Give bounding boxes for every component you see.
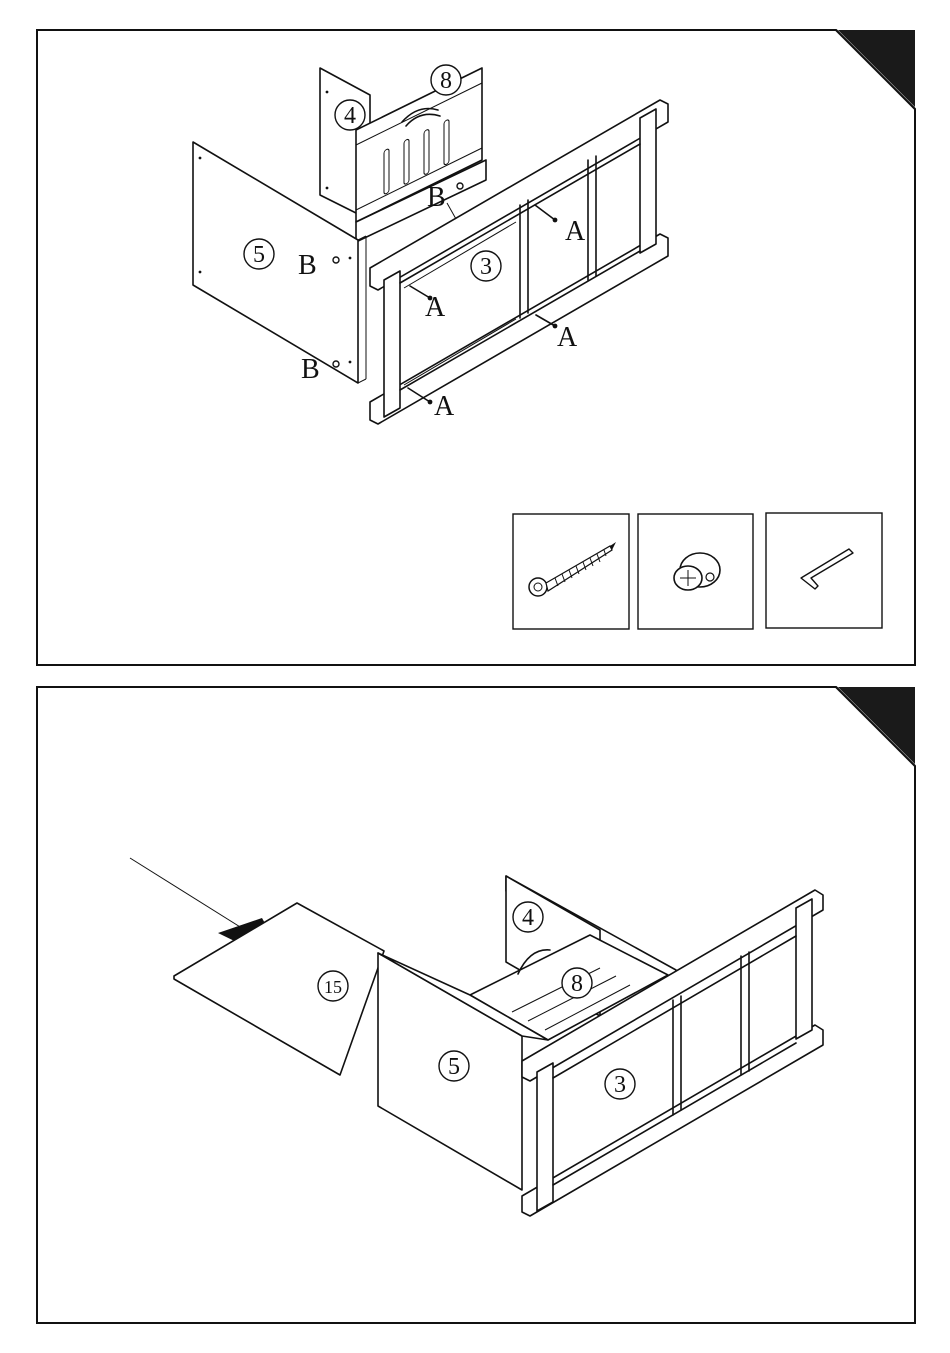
part-callout-8-step2: 8 [562, 968, 592, 998]
svg-text:8: 8 [571, 971, 583, 997]
label-b-upper: B [298, 250, 317, 281]
svg-text:15: 15 [324, 977, 342, 997]
svg-text:3: 3 [480, 254, 492, 280]
label-a-left-top: A [425, 292, 446, 323]
part-callout-4: 4 [335, 100, 365, 130]
part-callout-4-step2: 4 [513, 902, 543, 932]
part-callout-3-step2: 3 [605, 1069, 635, 1099]
part-callout-5-step2: 5 [439, 1051, 469, 1081]
part-callout-3: 3 [471, 251, 501, 281]
svg-text:5: 5 [253, 242, 265, 268]
label-a-right-top: A [565, 216, 586, 247]
svg-text:8: 8 [440, 68, 452, 94]
label-b-top: B [427, 182, 446, 213]
hardware-box-key [766, 513, 882, 628]
svg-text:4: 4 [522, 905, 534, 931]
part-callout-8: 8 [431, 65, 461, 95]
label-a-right-bottom: A [557, 322, 578, 353]
svg-text:5: 5 [448, 1054, 460, 1080]
step-2-panel: 4 8 15 5 3 [37, 687, 915, 1323]
hardware-box-cam [638, 514, 753, 629]
step-1-corner-tab [838, 30, 915, 107]
label-b-lower: B [301, 354, 320, 385]
part-callout-15: 15 [318, 971, 348, 1001]
part-callout-5: 5 [244, 239, 274, 269]
label-a-left-bottom: A [434, 391, 455, 422]
step-1-panel: 4 8 5 3 B B B A A A A [37, 30, 915, 665]
svg-text:4: 4 [344, 103, 356, 129]
hardware-box-screw [513, 514, 629, 629]
svg-text:3: 3 [614, 1072, 626, 1098]
part-15-bottom-panel [174, 903, 384, 1075]
step-2-corner-tab [838, 687, 915, 764]
